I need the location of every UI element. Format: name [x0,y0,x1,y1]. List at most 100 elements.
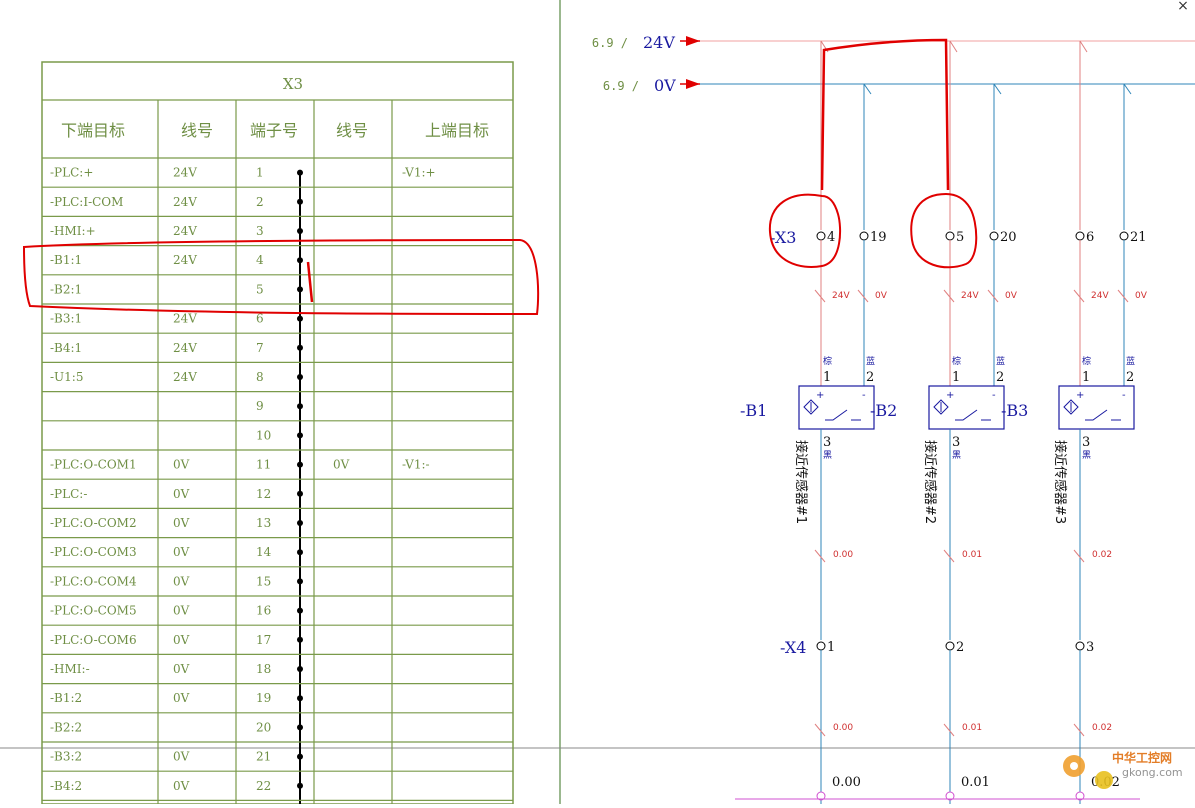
table-cell: 0V [173,633,190,647]
branch-24v-tap [1079,40,1088,53]
wire-label-0v: 0V [875,291,888,301]
rail-0v-ref: 6.9 / [603,79,639,93]
table-cell: -PLC:+ [50,166,93,180]
strip-x4-label: -X4 [780,638,806,657]
strip-x3-label: -X3 [770,228,796,247]
x3-terminal[interactable] [989,231,999,241]
plc-input-terminal[interactable] [816,791,826,801]
table-cell: 4 [256,253,264,267]
pin3-number: 3 [1082,435,1090,450]
pin3-number: 3 [823,435,831,450]
pin3-number: 3 [952,435,960,450]
pin2-number: 2 [996,370,1004,385]
table-cell: -PLC:O-COM5 [50,604,137,618]
x4-terminal[interactable] [1075,641,1085,651]
header-wire-left: 线号 [181,121,213,140]
plc-input-terminal[interactable] [1075,791,1085,801]
pin-plus-sign: + [816,390,824,401]
table-cell: 0V [173,691,190,705]
branch-0v-tap [863,83,872,95]
table-cell: 24V [173,253,197,267]
terminal-dot [297,636,303,643]
signal-address: 0.01 [962,550,982,560]
terminal-dot [297,374,303,380]
signal-address: 0.02 [1092,723,1112,733]
wire-mark [1073,723,1085,737]
terminal-dot [297,753,303,760]
x3-terminal[interactable] [816,231,826,241]
table-cell: -B1:2 [50,691,82,705]
table-cell: 8 [256,370,264,384]
x4-terminal-number: 2 [956,640,964,655]
watermark-site-cn: 中华工控网 [1112,750,1172,765]
wire-mark [987,289,999,303]
plc-input-address: 0.00 [832,775,861,790]
rail-24v-ref: 6.9 / [592,36,628,50]
gear-small-icon [1095,771,1113,789]
header-lower-target: 下端目标 [61,121,125,140]
wire-mark [1117,289,1129,303]
close-icon[interactable]: × [1177,0,1189,14]
x4-terminal[interactable] [945,641,955,651]
branch-0v-tap [1123,83,1132,95]
plc-input-address: 0.01 [961,775,990,790]
x3-terminal-number: 20 [1000,230,1017,245]
table-title: X3 [283,75,303,93]
table-cell: 13 [256,516,271,530]
terminal-dot [297,695,303,702]
terminal-dot [297,724,303,731]
wire-label-24v: 24V [832,291,850,301]
terminal-dot [297,666,303,672]
table-cell: 21 [256,750,271,764]
switch-contact-icon [1085,409,1121,421]
pin1-number: 1 [952,370,960,385]
table-cell: 18 [256,662,271,676]
rail-0v-arrow-icon [686,79,700,89]
wire-mark [943,723,955,737]
table-cell: -HMI:- [50,662,90,676]
table-cell: 20 [256,720,271,734]
x3-terminal-number: 6 [1086,230,1094,245]
pin2-number: 2 [1126,370,1134,385]
sensor-tag: -B3 [1001,401,1028,420]
wire-mark [1073,289,1085,303]
jumper-sketch [820,38,950,191]
terminal-dot [297,578,303,585]
x3-terminal[interactable] [945,231,955,241]
terminal-dot [297,520,303,526]
wire-mark [1073,549,1085,563]
table-cell: 7 [256,341,264,355]
table-cell: 10 [256,428,271,442]
table-cell: 2 [256,195,264,209]
x3-terminal[interactable] [1119,231,1129,241]
watermark-site-url: gkong.com [1122,766,1183,779]
table-cell: 6 [256,312,264,326]
sensor-name: 接近传感器#1 [793,440,809,524]
wire-mark [943,549,955,563]
plc-input-terminal[interactable] [945,791,955,801]
table-cell: 0V [173,516,190,530]
table-cell: 0V [173,662,190,676]
table-cell: 24V [173,341,197,355]
signal-address: 0.00 [833,723,853,733]
sensor-tag: -B2 [870,401,897,420]
header-terminal-number: 端子号 [250,121,298,140]
x3-terminal[interactable] [859,231,869,241]
table-cell: 0V [173,779,190,793]
pin2-color: 蓝 [1126,355,1135,367]
table-cell: -PLC:O-COM2 [50,516,137,530]
x4-terminal-number: 1 [827,640,835,655]
x3-terminal[interactable] [1075,231,1085,241]
terminal-4-circle [768,193,842,268]
x3-terminal-number: 21 [1130,230,1147,245]
switch-contact-icon [955,409,991,421]
terminal-dot [297,490,303,497]
table-cell: -B3:2 [50,750,82,764]
table-cell: 24V [173,166,197,180]
terminal-dot [297,607,303,614]
x4-terminal[interactable] [816,641,826,651]
wire-mark [814,289,826,303]
